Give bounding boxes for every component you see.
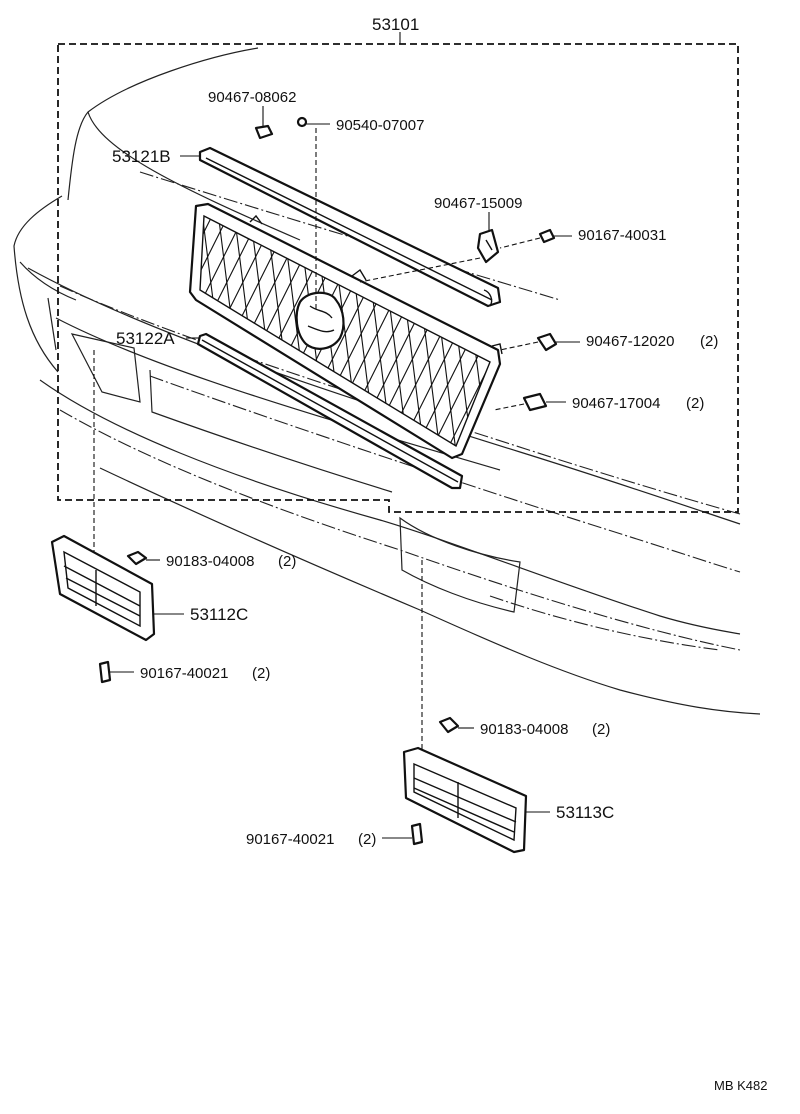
mesh-line (357, 216, 490, 446)
nut-left-label: 90183-04008 (166, 553, 254, 570)
mesh-line (758, 180, 798, 500)
mesh-line (0, 180, 30, 500)
bumper-upper-left (19, 261, 77, 301)
clip-mid-icon-detail (485, 239, 493, 251)
lower-moulding-label: 53122A (116, 329, 175, 348)
bumper-face (55, 317, 501, 471)
clip-a-label: 90467-12020 (586, 333, 674, 350)
right-vent-inner (413, 762, 517, 842)
clip-b-icon (522, 392, 548, 412)
bumper-bottom (99, 467, 761, 715)
clip-mid-icon (476, 228, 500, 264)
left-vent-group: 90183-04008 (2) 53112C 90167-40021 (2) (50, 350, 296, 684)
nut-right-qty: (2) (592, 721, 610, 738)
lower-moulding: 53122A (116, 329, 464, 490)
grille-side-tab (491, 343, 503, 355)
mesh-line (22, 180, 62, 500)
screw-left-icon (98, 660, 112, 684)
mesh-line (200, 216, 247, 446)
nut-top-icon (296, 116, 308, 128)
screw-left-qty: (2) (252, 665, 270, 682)
screw-left-label: 90167-40021 (140, 665, 228, 682)
grille-inner-frame (199, 214, 491, 448)
vent-right-label: 53113C (556, 803, 614, 822)
mesh-line (200, 216, 263, 446)
hood-edge (67, 47, 259, 201)
nut-right-icon (438, 716, 460, 734)
vent-left-label: 53112C (190, 605, 248, 624)
clip-a-icon (536, 332, 558, 352)
mesh-line (6, 180, 46, 500)
left-vent-slat-2 (65, 577, 141, 617)
left-vent-inner (63, 550, 141, 628)
screw-right-icon (538, 228, 556, 244)
assembly-part-number: 53101 (372, 15, 419, 34)
bumper-chain-mid (149, 375, 741, 573)
mesh-line (742, 180, 782, 500)
upper-moulding-label: 53121B (112, 147, 171, 166)
mesh-line (54, 180, 94, 500)
bumper-chain-upper (59, 285, 741, 515)
left-vent-slat-1 (63, 565, 141, 607)
screw-bottom-icon (410, 822, 424, 846)
grille-emblem (295, 291, 345, 350)
top-fasteners: 90467-08062 90540-07007 90467-15009 9016… (208, 89, 718, 412)
mesh-line (0, 180, 134, 500)
clip-b-label: 90467-17004 (572, 395, 660, 412)
upper-moulding-edge (205, 157, 493, 301)
mesh-line (790, 180, 800, 500)
clip-a-qty: (2) (700, 333, 718, 350)
screw-bottom-qty: (2) (358, 831, 376, 848)
nut-left-qty: (2) (278, 553, 296, 570)
mesh-line (0, 180, 54, 500)
screw-right-label: 90167-40031 (578, 227, 666, 244)
mesh-line (726, 180, 766, 500)
hood-front-curve (87, 111, 301, 241)
right-vent-recess (399, 516, 521, 613)
screw-right-drop-line (499, 237, 541, 249)
clip-mid-label: 90467-15009 (434, 195, 522, 212)
upper-moulding-end (483, 289, 493, 307)
mesh-line (0, 180, 38, 500)
grille-top-tab-left (249, 214, 263, 225)
diagram-reference-code: MB K482 (714, 1078, 767, 1093)
grille-emblem-detail (307, 305, 335, 333)
bumper-chain-low (59, 409, 741, 651)
right-vent-slat-2 (413, 787, 515, 833)
fender-outline (13, 195, 63, 373)
mesh-line (0, 180, 14, 500)
right-vent-slat-1 (413, 777, 517, 823)
mesh-line (200, 216, 231, 446)
mesh-line (0, 180, 22, 500)
assembly-boundary: 53101 (57, 15, 739, 513)
nut-left-icon (126, 550, 148, 566)
hood-center-line (139, 171, 561, 301)
mesh-line (0, 180, 102, 500)
left-vent-recess (70, 333, 141, 403)
bumper-chain-bottom (489, 595, 721, 651)
left-vent-frame (50, 534, 156, 642)
nut-top-label: 90540-07007 (336, 117, 424, 134)
right-vent-group: 90183-04008 (2) 53113C 90167-40021 (2) (246, 560, 614, 854)
upper-moulding: 53121B (112, 146, 502, 308)
clip-top-icon (254, 124, 274, 140)
mesh-line (0, 180, 6, 500)
clip-a-drop-line (499, 341, 539, 351)
mesh-line (0, 180, 70, 500)
left-vent-recess-inner (47, 297, 57, 351)
clip-top-label: 90467-08062 (208, 89, 296, 106)
clip-b-qty: (2) (686, 395, 704, 412)
assembly-box (57, 43, 739, 513)
grille-top-tab-right (351, 268, 367, 281)
clip-b-drop-line (493, 403, 525, 411)
bumper-center-step (149, 369, 393, 493)
lower-moulding-edge (201, 339, 459, 483)
nut-right-label: 90183-04008 (480, 721, 568, 738)
screw-bottom-label: 90167-40021 (246, 831, 334, 848)
mesh-line (774, 180, 800, 500)
clip-mid-drop-line (359, 257, 481, 283)
mesh-line (0, 180, 86, 500)
